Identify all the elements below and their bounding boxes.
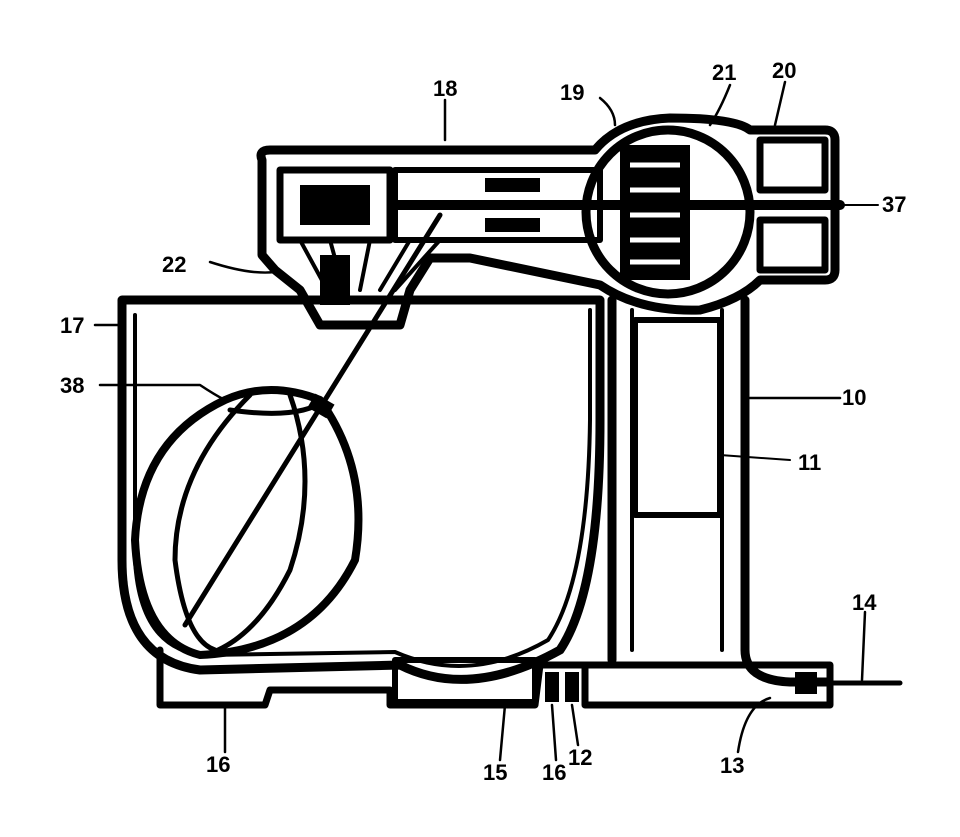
label-22: 22 [162, 252, 186, 277]
label-14: 14 [852, 590, 877, 615]
label-18: 18 [433, 76, 457, 101]
label-21: 21 [712, 60, 736, 85]
label-16-right: 16 [542, 760, 566, 785]
label-38: 38 [60, 373, 84, 398]
column [612, 300, 828, 682]
label-20: 20 [772, 58, 796, 83]
label-16-left: 16 [206, 752, 230, 777]
bowl [122, 300, 600, 679]
label-15: 15 [483, 760, 507, 785]
label-11: 11 [798, 450, 821, 475]
label-37: 37 [882, 192, 906, 217]
label-10: 10 [842, 385, 866, 410]
label-19: 19 [560, 80, 584, 105]
motor [586, 130, 825, 294]
label-13: 13 [720, 753, 744, 778]
label-17: 17 [60, 313, 84, 338]
label-12: 12 [568, 745, 592, 770]
